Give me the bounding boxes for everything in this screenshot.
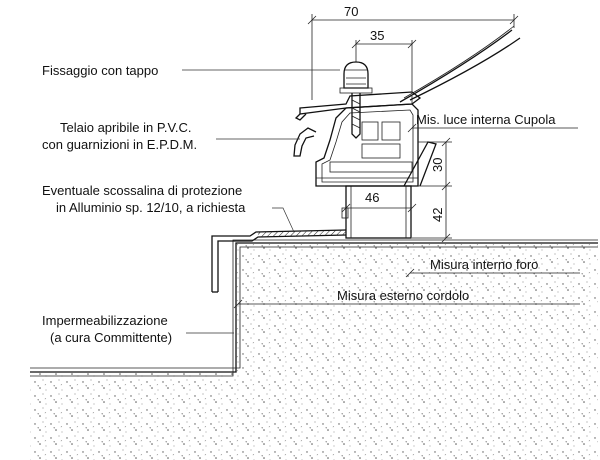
- waterproofing-label-line2: (a cura Committente): [50, 330, 172, 345]
- frame-label-line2: con guarnizioni in E.P.D.M.: [42, 137, 197, 152]
- measure-dome-clear: Mis. luce interna Cupola: [407, 112, 578, 133]
- dome-clear-label: Mis. luce interna Cupola: [416, 112, 556, 127]
- dome-shell: [399, 25, 521, 103]
- flashing-label-line2: in Alluminio sp. 12/10, a richiesta: [56, 200, 246, 215]
- waterproofing-membrane: [30, 239, 598, 377]
- measure-curb-outer: Misura esterno cordolo: [233, 288, 580, 309]
- curb-outer-label: Misura esterno cordolo: [337, 288, 469, 303]
- flashing-label-line1: Eventuale scossalina di protezione: [42, 183, 242, 198]
- dimension-curb-46: 46: [341, 190, 417, 213]
- hole-inner-label: Misura interno foro: [430, 257, 538, 272]
- fixing-label: Fissaggio con tappo: [42, 63, 158, 78]
- fixing-screw-with-cap: [339, 61, 373, 139]
- callout-pvc-frame: Telaio apribile in P.V.C. con guarnizion…: [42, 120, 300, 152]
- dimension-35-label: 35: [370, 28, 384, 43]
- callout-waterproofing: Impermeabilizzazione (a cura Committente…: [42, 313, 234, 345]
- dimension-70-label: 70: [344, 4, 358, 19]
- callout-fixing: Fissaggio con tappo: [42, 63, 340, 78]
- concrete-slab: [30, 242, 598, 460]
- pvc-frame: [293, 91, 437, 187]
- dimension-vertical: 30 42: [412, 137, 452, 243]
- dimension-top-70: 70: [307, 4, 519, 100]
- dimension-30-label: 30: [430, 158, 445, 172]
- dimension-42-label: 42: [430, 208, 445, 222]
- dimension-top-35: 35: [351, 28, 417, 92]
- aluminium-flashing: [211, 229, 347, 293]
- dimension-46-label: 46: [365, 190, 379, 205]
- callout-flashing: Eventuale scossalina di protezione in Al…: [42, 183, 295, 233]
- frame-label-line1: Telaio apribile in P.V.C.: [60, 120, 192, 135]
- measure-hole-inner: Misura interno foro: [405, 257, 580, 278]
- waterproofing-label-line1: Impermeabilizzazione: [42, 313, 168, 328]
